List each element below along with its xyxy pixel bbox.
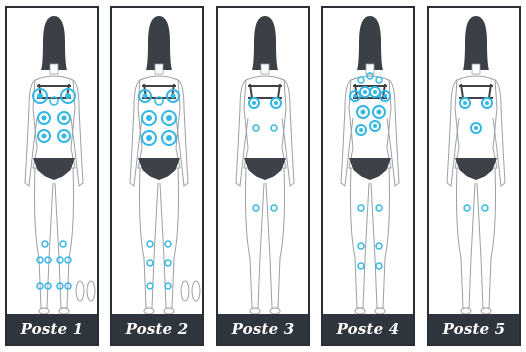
panel-poste-3: Poste 3 (216, 6, 310, 346)
footprint-icon (181, 281, 200, 301)
panel-poste-4: Poste 4 (321, 6, 415, 346)
panel-poste-2: Poste 2 (110, 6, 204, 346)
label-poste-4: Poste 4 (323, 314, 413, 344)
label-poste-2: Poste 2 (112, 314, 202, 344)
figure-poste-2 (112, 8, 206, 348)
figure-poste-3 (218, 8, 312, 348)
figure-poste-1 (7, 8, 101, 348)
label-poste-3: Poste 3 (218, 314, 308, 344)
panel-poste-5: Poste 5 (427, 6, 521, 346)
figure-poste-4 (323, 8, 417, 348)
footprint-icon (76, 281, 95, 301)
figure-poste-5 (429, 8, 523, 348)
label-poste-5: Poste 5 (429, 314, 519, 344)
label-poste-1: Poste 1 (7, 314, 97, 344)
panel-poste-1: Poste 1 (5, 6, 99, 346)
